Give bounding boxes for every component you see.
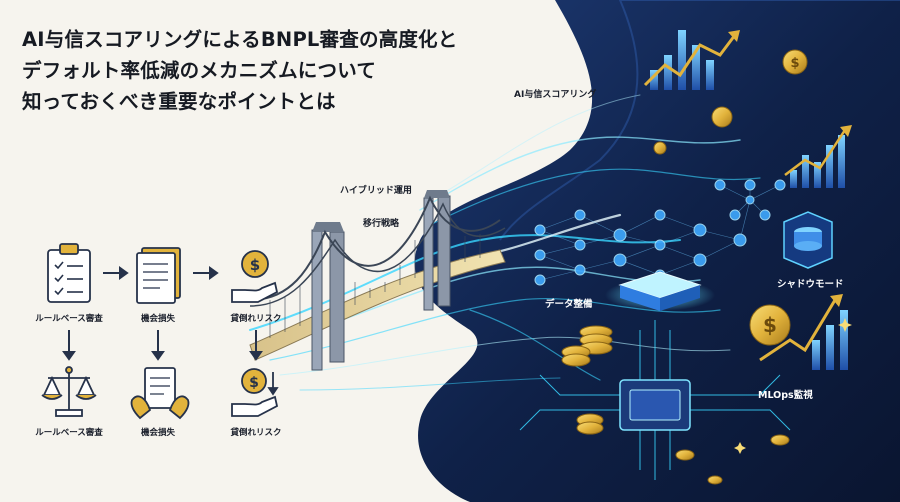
title-line-1: AI与信スコアリングによるBNPL審査の高度化と <box>22 28 458 51</box>
scale-icon <box>41 366 97 417</box>
svg-text:$: $ <box>249 375 259 391</box>
clipboard-icon <box>47 243 91 303</box>
neural-network-icon <box>534 179 786 286</box>
label-migration: 移行戦略 <box>363 219 400 229</box>
label-data-prep: データ整備 <box>545 299 593 310</box>
chart-up-icon <box>784 125 852 188</box>
arrow-right-icon <box>103 266 219 280</box>
page-title: AI与信スコアリングによるBNPL審査の高度化と デフォルト率低減のメカニズムに… <box>22 24 502 117</box>
title-line-3: 知っておくべき重要なポイントとは <box>22 90 336 113</box>
database-icon <box>783 211 833 269</box>
flow-label-credit-risk-2: 貸倒れリスク <box>230 428 282 438</box>
platform-icon <box>605 271 715 311</box>
label-ai-scoring: AI与信スコアリング <box>514 90 597 100</box>
bridge-icon <box>249 190 506 371</box>
svg-text:$: $ <box>790 56 799 71</box>
arrow-down-icon <box>62 330 263 361</box>
chart-up-icon <box>759 294 848 370</box>
svg-text:$: $ <box>763 313 777 337</box>
flow-label-rule-based-1: ルールベース審査 <box>35 314 103 324</box>
title-line-2: デフォルト率低減のメカニズムについて <box>22 59 377 82</box>
flow-label-rule-based-2: ルールベース審査 <box>35 428 103 438</box>
label-mlops: MLOps監視 <box>758 390 813 401</box>
coin-icon: $ $ <box>561 49 808 485</box>
chip-icon <box>519 320 791 480</box>
flow-label-credit-risk-1: 貸倒れリスク <box>230 314 282 324</box>
label-hybrid: ハイブリッド運用 <box>340 186 412 196</box>
coin-hand-icon: $ <box>231 250 279 303</box>
label-shadow-mode: シャドウモード <box>777 279 844 290</box>
flow-label-opportunity-loss-2: 機会損失 <box>140 428 175 438</box>
handwritten-document-icon <box>130 367 190 420</box>
coin-hand-down-icon: $ <box>231 368 279 417</box>
chart-up-icon <box>643 30 740 90</box>
document-icon <box>136 247 181 304</box>
svg-text:$: $ <box>250 256 260 274</box>
flow-label-opportunity-loss-1: 機会損失 <box>140 314 175 324</box>
